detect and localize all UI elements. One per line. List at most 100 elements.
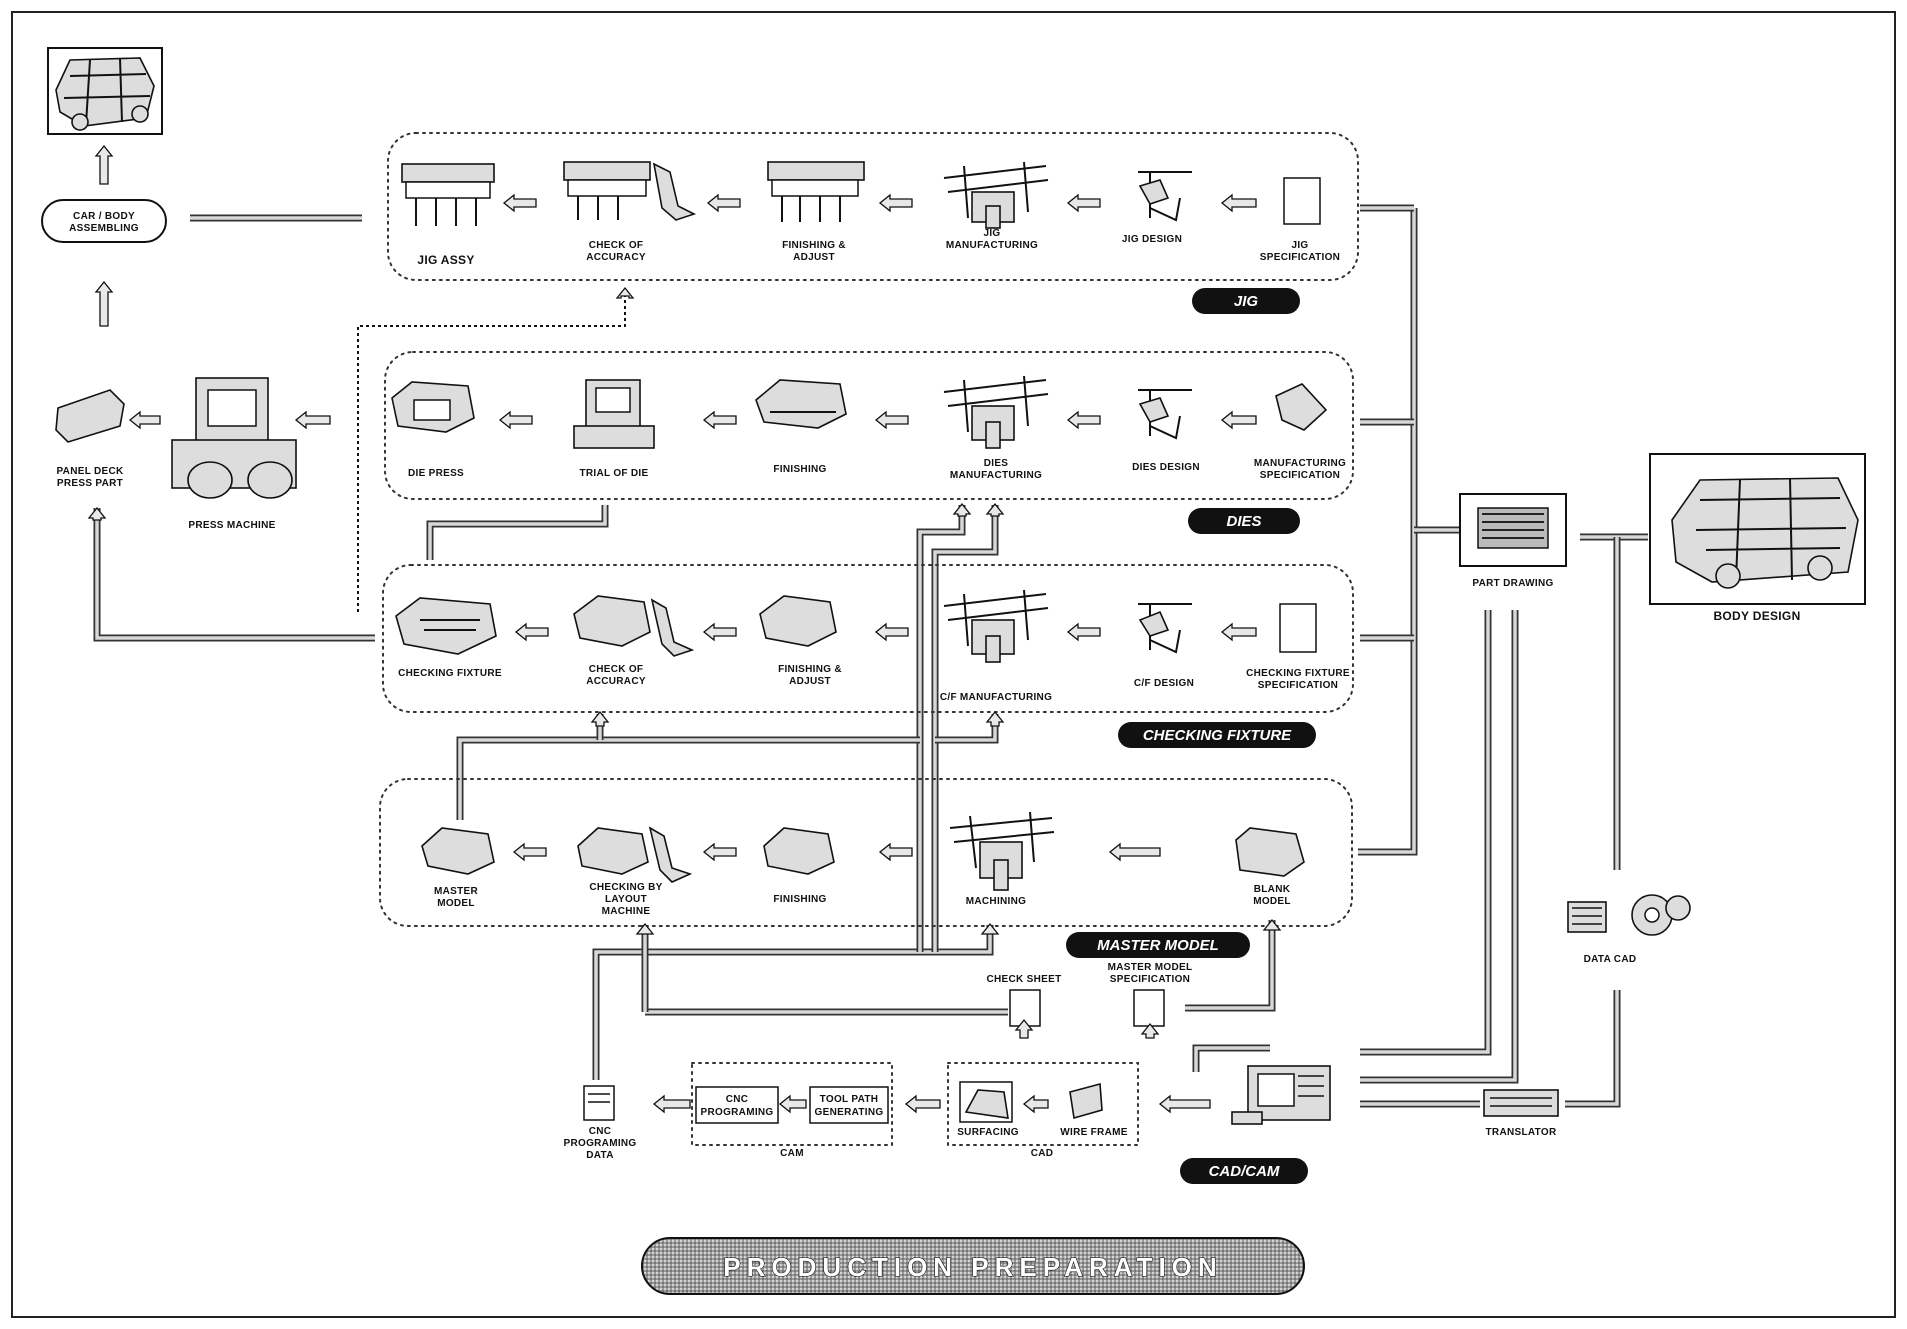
svg-text:PART DRAWING: PART DRAWING <box>1472 578 1553 589</box>
section-badge-master-model: MASTER MODEL <box>1066 932 1250 958</box>
jig-icon <box>402 164 494 226</box>
dies-section-box <box>385 352 1353 499</box>
machine-tool-icon <box>944 590 1048 662</box>
svg-text:CHECK OF: CHECK OF <box>589 240 644 251</box>
jig-check-node: CHECK OF ACCURACY <box>564 162 694 263</box>
arrow-icon <box>1068 412 1100 428</box>
checking-fixture-section-box <box>383 565 1353 712</box>
die-manufacturing-node: DIES MANUFACTURING <box>944 376 1048 481</box>
jig-design-node: JIG DESIGN <box>1122 172 1192 245</box>
design-tool-icon <box>1138 172 1192 220</box>
svg-text:FINISHING: FINISHING <box>773 894 826 905</box>
arrow-icon <box>987 504 1003 516</box>
operator-icon <box>650 828 690 882</box>
machine-tool-icon <box>944 376 1048 448</box>
arrow-icon <box>514 844 546 860</box>
document-icon <box>1280 604 1316 652</box>
jig-assy-node: JIG ASSY <box>402 164 494 267</box>
machine-tool-icon <box>944 162 1048 228</box>
svg-text:CNC: CNC <box>589 1126 612 1137</box>
body-design-node: BODY DESIGN <box>1650 454 1865 623</box>
die-spec-node: MANUFACTURING SPECIFICATION <box>1254 384 1346 481</box>
machine-tool-icon <box>950 812 1054 890</box>
svg-text:CHECK OF: CHECK OF <box>589 664 644 675</box>
arrow-icon <box>654 1096 690 1112</box>
operator-icon <box>654 164 694 220</box>
die-spec-icon <box>1276 384 1326 430</box>
arrow-icon <box>987 712 1003 726</box>
arrow-icon <box>704 412 736 428</box>
press-machine-node: PRESS MACHINE <box>172 378 296 531</box>
svg-text:DATA CAD: DATA CAD <box>1584 954 1637 965</box>
arrow-icon <box>592 712 608 726</box>
svg-text:SPECIFICATION: SPECIFICATION <box>1110 974 1190 985</box>
section-badge-checking-fixture: CHECKING FIXTURE <box>1118 722 1316 748</box>
press-machine-icon <box>172 378 296 498</box>
svg-text:DIES DESIGN: DIES DESIGN <box>1132 462 1200 473</box>
arrow-icon <box>504 195 536 211</box>
svg-text:DIES: DIES <box>1226 513 1261 530</box>
svg-text:ACCURACY: ACCURACY <box>586 676 646 687</box>
tool-path-generating-node: TOOL PATH GENERATING <box>810 1087 888 1123</box>
svg-text:JIG ASSY: JIG ASSY <box>417 253 474 267</box>
svg-text:WIRE FRAME: WIRE FRAME <box>1060 1127 1127 1138</box>
cf-manufacturing-node: C/F MANUFACTURING <box>940 590 1052 703</box>
arrow-icon <box>617 288 633 298</box>
jig-icon <box>564 162 650 220</box>
step-arrows <box>89 146 1280 1112</box>
translator-icon <box>1484 1090 1558 1116</box>
jig-finishing-node: FINISHING & ADJUST <box>768 162 864 263</box>
cnc-data-node: CNC PROGRAMING DATA <box>564 1086 637 1161</box>
arrow-icon <box>516 624 548 640</box>
master-model-spec-node: MASTER MODEL SPECIFICATION <box>1108 962 1193 1026</box>
arrow-icon <box>296 412 330 428</box>
svg-text:C/F DESIGN: C/F DESIGN <box>1134 678 1194 689</box>
svg-text:SPECIFICATION: SPECIFICATION <box>1260 252 1340 263</box>
arrow-icon <box>880 195 912 211</box>
cf-spec-node: CHECKING FIXTURE SPECIFICATION <box>1246 604 1350 691</box>
arrow-icon <box>1222 412 1256 428</box>
wire-frame-node: WIRE FRAME <box>1060 1084 1127 1138</box>
svg-text:CHECKING FIXTURE: CHECKING FIXTURE <box>398 668 502 679</box>
arrow-icon <box>1222 195 1256 211</box>
arrow-icon <box>130 412 160 428</box>
arrow-icon <box>89 508 105 520</box>
svg-text:PROGRAMING: PROGRAMING <box>701 1107 774 1118</box>
assembled-body-node <box>48 48 162 134</box>
data-cad-node: DATA CAD <box>1568 895 1690 965</box>
svg-text:DIE PRESS: DIE PRESS <box>408 468 464 479</box>
cf-check-node: CHECK OF ACCURACY <box>574 596 692 687</box>
section-badge-dies: DIES <box>1188 508 1300 534</box>
section-badge-jig: JIG <box>1192 288 1300 314</box>
fixture-icon <box>760 596 836 646</box>
arrow-icon <box>96 146 112 184</box>
svg-text:BODY DESIGN: BODY DESIGN <box>1713 609 1800 623</box>
arrow-icon <box>96 282 112 326</box>
svg-text:MODEL: MODEL <box>437 898 475 909</box>
arrow-icon <box>1068 624 1100 640</box>
svg-text:PRESS PART: PRESS PART <box>57 478 123 489</box>
design-tool-icon <box>1138 604 1192 652</box>
flow-connectors <box>97 208 1648 1104</box>
svg-text:MODEL: MODEL <box>1253 896 1291 907</box>
press-part-icon <box>56 390 124 442</box>
press-part-node: PANEL DECK PRESS PART <box>56 390 124 489</box>
svg-text:CNC: CNC <box>726 1094 749 1105</box>
svg-text:ACCURACY: ACCURACY <box>586 252 646 263</box>
cam-label: CAM <box>780 1148 804 1159</box>
cf-design-node: C/F DESIGN <box>1134 604 1194 689</box>
arrow-icon <box>954 504 970 516</box>
cnc-programming-node: CNC PROGRAMING <box>696 1087 778 1123</box>
arrow-icon <box>1160 1096 1210 1112</box>
arrow-icon <box>708 195 740 211</box>
title-banner: PRODUCTION PREPARATION <box>642 1238 1304 1294</box>
svg-text:TOOL PATH: TOOL PATH <box>820 1094 879 1105</box>
svg-text:MACHINE: MACHINE <box>602 906 651 917</box>
car-body-icon <box>1672 478 1858 588</box>
svg-text:SPECIFICATION: SPECIFICATION <box>1260 470 1340 481</box>
operator-icon <box>652 600 692 656</box>
surfacing-node: SURFACING <box>957 1082 1019 1138</box>
model-icon <box>764 828 834 874</box>
svg-text:FINISHING: FINISHING <box>773 464 826 475</box>
svg-text:TRIAL OF DIE: TRIAL OF DIE <box>580 468 649 479</box>
